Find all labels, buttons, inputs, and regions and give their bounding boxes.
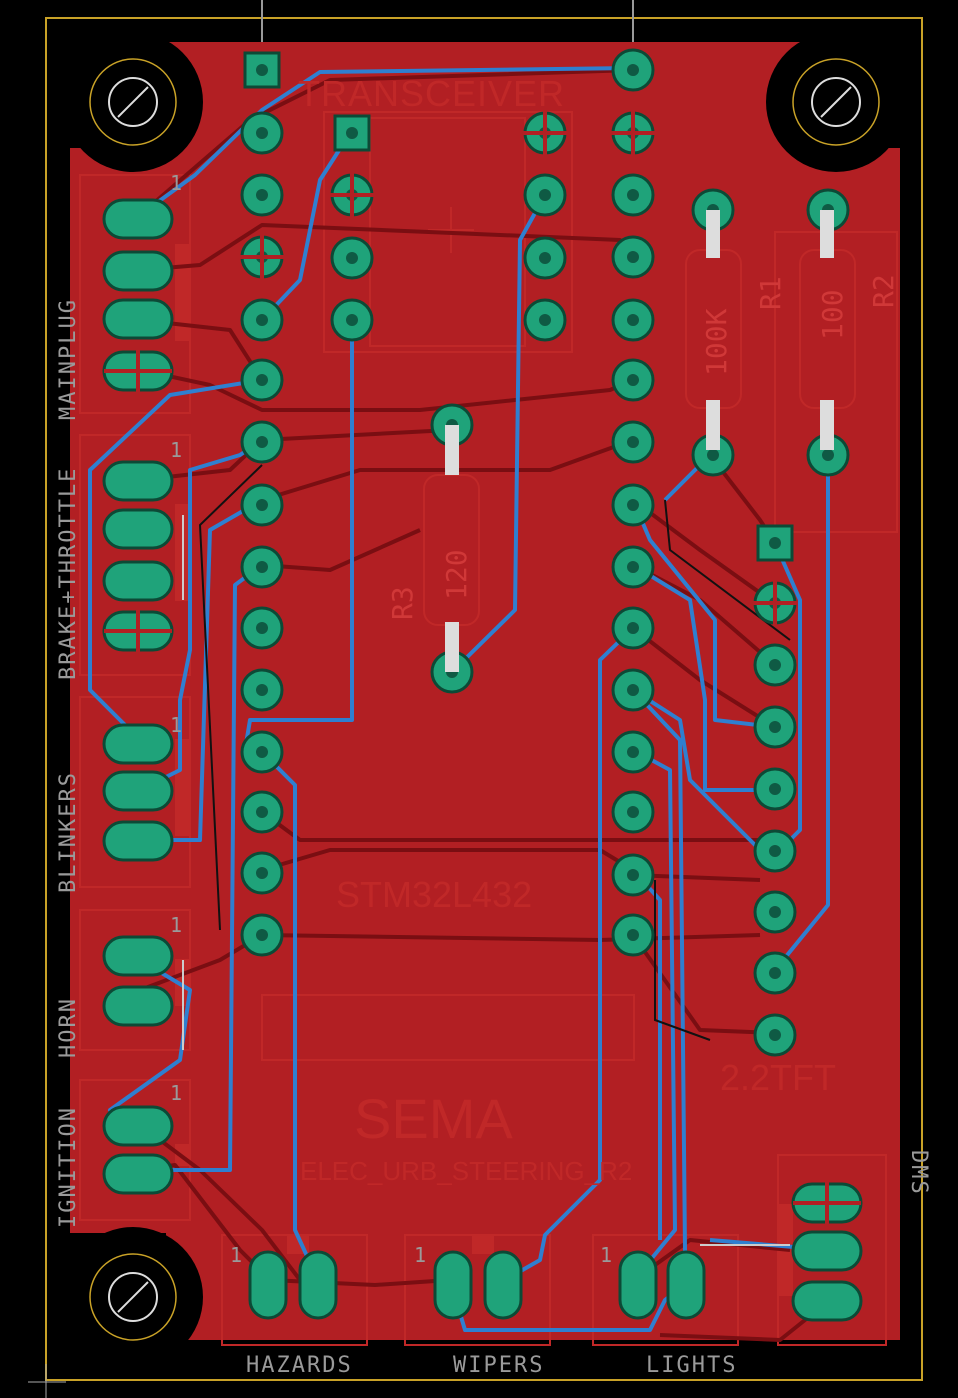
origin-marker xyxy=(28,1364,66,1398)
svg-text:1: 1 xyxy=(170,1081,182,1105)
r3-value-label: 120 xyxy=(440,549,473,600)
resistor-leads xyxy=(445,210,834,672)
svg-text:1: 1 xyxy=(414,1243,426,1267)
svg-text:1: 1 xyxy=(170,913,182,937)
mcu-label: STM32L432 xyxy=(336,874,532,915)
drill-hole xyxy=(627,622,639,634)
drill-hole xyxy=(769,1029,781,1041)
drill-hole xyxy=(627,929,639,941)
drill-hole xyxy=(256,929,268,941)
r1-value-label: 100K xyxy=(700,308,733,376)
drill-hole xyxy=(627,499,639,511)
display-label: 2.2TFT xyxy=(720,1057,836,1098)
project-label: ELEC_URB_STEERING_R2 xyxy=(300,1156,632,1186)
lights-label: LIGHTS xyxy=(646,1353,737,1378)
drill-hole xyxy=(256,499,268,511)
drill-hole xyxy=(769,845,781,857)
pad-thermals xyxy=(104,347,861,1226)
drill-hole xyxy=(627,314,639,326)
drill-hole xyxy=(769,659,781,671)
drill-hole xyxy=(256,64,268,76)
r3-ref-label: R3 xyxy=(386,586,419,620)
horn-label: HORN xyxy=(56,997,81,1058)
svg-text:1: 1 xyxy=(230,1243,242,1267)
drill-hole xyxy=(256,684,268,696)
board-outline xyxy=(45,17,923,1381)
svg-text:1: 1 xyxy=(600,1243,612,1267)
drill-hole xyxy=(539,314,551,326)
drill-hole xyxy=(256,806,268,818)
board-name-label: SEMA xyxy=(354,1087,513,1150)
drill-hole xyxy=(539,189,551,201)
hazards-label: HAZARDS xyxy=(246,1353,353,1378)
connector-pads xyxy=(102,198,863,1322)
brake-throttle-label: BRAKE+THROTTLE xyxy=(56,467,81,680)
black-highlight-traces xyxy=(198,464,791,1041)
drill-hole xyxy=(256,127,268,139)
drill-hole xyxy=(769,721,781,733)
drill-hole xyxy=(627,561,639,573)
drill-hole xyxy=(256,867,268,879)
drill-hole xyxy=(256,436,268,448)
drill-hole xyxy=(769,537,781,549)
blinkers-label: BLINKERS xyxy=(56,771,81,893)
pad-layer xyxy=(240,48,850,1057)
dms-label: DMS xyxy=(906,1150,931,1196)
drill-hole xyxy=(627,746,639,758)
drill-hole xyxy=(256,374,268,386)
pin1-markers: 1 1 1 1 1 1 1 1 xyxy=(170,171,612,1267)
drill-hole xyxy=(627,374,639,386)
drill-hole xyxy=(627,64,639,76)
drill-hole xyxy=(346,252,358,264)
drill-hole xyxy=(346,127,358,139)
drill-hole xyxy=(256,189,268,201)
drill-hole xyxy=(769,783,781,795)
drill-hole xyxy=(769,906,781,918)
drill-hole xyxy=(627,436,639,448)
drill-hole xyxy=(769,967,781,979)
selected-traces xyxy=(182,515,790,1246)
drill-hole xyxy=(256,561,268,573)
wipers-label: WIPERS xyxy=(453,1353,544,1378)
r2-ref-label: R2 xyxy=(867,274,900,308)
drill-hole xyxy=(256,314,268,326)
svg-text:1: 1 xyxy=(170,171,182,195)
drill-hole xyxy=(627,189,639,201)
r2-value-label: 100 xyxy=(816,289,849,340)
drill-hole xyxy=(539,252,551,264)
drill-hole xyxy=(822,449,834,461)
svg-text:1: 1 xyxy=(170,713,182,737)
mounting-holes xyxy=(63,32,906,1367)
r1-ref-label: R1 xyxy=(754,276,787,310)
drill-hole xyxy=(346,314,358,326)
drill-hole xyxy=(627,806,639,818)
drill-hole xyxy=(256,622,268,634)
drill-hole xyxy=(707,449,719,461)
mainplug-label: MAINPLUG xyxy=(56,298,81,420)
drill-hole xyxy=(627,869,639,881)
svg-text:1: 1 xyxy=(170,438,182,462)
drill-hole xyxy=(627,251,639,263)
drill-hole xyxy=(627,684,639,696)
drill-hole xyxy=(256,746,268,758)
transceiver-label: TRANSCEIVER xyxy=(298,73,565,114)
ignition-label: IGNITION xyxy=(56,1106,81,1228)
